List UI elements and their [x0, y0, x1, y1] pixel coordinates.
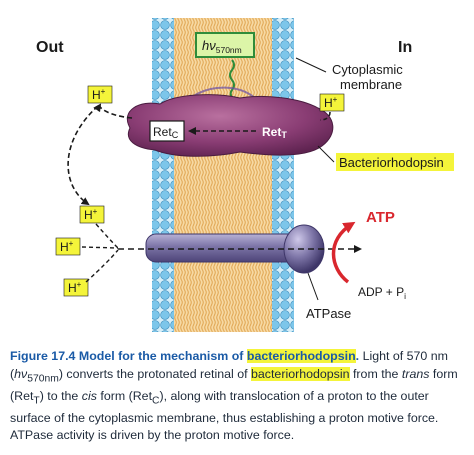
photon-box: hν570nm	[195, 32, 255, 58]
bacteriorhodopsin-protein: RetC RetT	[127, 94, 334, 157]
bacteriorhodopsin-diagram: Out In Cytoplasmic membrane hν570nm RetC…	[36, 18, 454, 332]
svg-text:RetC: RetC	[153, 125, 179, 140]
caption-text-8: ) to the	[39, 388, 79, 403]
proton-uptake-arrow	[319, 111, 331, 121]
caption-text-3: ) converts the protonated retinal of	[58, 366, 248, 381]
caption-text-11: ), along with translocation of a proton …	[10, 388, 439, 443]
membrane-leader-line	[295, 57, 327, 73]
caption-title-highlight: bacteriorhodopsin	[246, 349, 356, 363]
caption-text-5: from the	[352, 366, 399, 381]
ret-t-subscript: T	[281, 130, 287, 140]
proton-diffusion-arrow	[67, 105, 99, 206]
atpase-label: ATPase	[306, 306, 351, 321]
photon-wavelength: 570nm	[216, 45, 242, 55]
figure-number: Figure 17.4	[10, 349, 76, 363]
proton-in-top: H+	[319, 93, 345, 112]
proton-out-middle: H+	[79, 205, 105, 224]
ret-c-label: Ret	[153, 125, 172, 139]
bacteriorhodopsin-label-highlight	[336, 153, 454, 171]
svg-text:H+: H+	[84, 207, 98, 222]
adp-subscript: i	[404, 291, 406, 301]
svg-text:hν570nm: hν570nm	[202, 38, 242, 55]
svg-text:H+: H+	[92, 87, 106, 102]
bacteriorhodopsin-leader-line	[317, 145, 335, 163]
photon-label: hν	[202, 38, 216, 53]
atpase-leader-line	[307, 272, 319, 301]
ret-c-box	[149, 120, 185, 142]
svg-text:ADP + Pi: ADP + Pi	[358, 285, 406, 301]
proton-out-bottom: H+	[63, 278, 89, 297]
caption-title-prefix: Model for the mechanism of	[78, 349, 244, 363]
cytoplasmic-membrane	[152, 18, 294, 332]
proton-pump-arrow	[93, 103, 133, 119]
photon-wave-arrow	[229, 59, 239, 104]
outside-label: Out	[36, 39, 64, 56]
inside-label: In	[398, 39, 412, 56]
membrane-label-line2: membrane	[340, 77, 402, 92]
caption-cis: cis	[81, 388, 97, 403]
caption-text-10: form (Ret	[100, 388, 153, 403]
caption-title-end: .	[355, 349, 360, 363]
caption-ret-t-sub: T	[33, 395, 40, 407]
membrane-label-line1: Cytoplasmic	[332, 62, 403, 77]
atp-label: ATP	[366, 209, 395, 226]
proton-converge-line-bottom	[85, 249, 119, 283]
svg-text:H+: H+	[68, 280, 82, 295]
ret-c-subscript: C	[172, 130, 179, 140]
caption-text-1: Light of 570 nm (	[10, 349, 448, 381]
adp-label: ADP + P	[358, 285, 404, 299]
proton-converge-line-left	[81, 246, 119, 249]
atp-synthesis-arrow	[331, 221, 356, 284]
caption-ret-c-sub: C	[152, 395, 160, 407]
svg-text:H+: H+	[60, 239, 74, 254]
bacteriorhodopsin-label: Bacteriorhodopsin	[339, 155, 444, 170]
proton-out-top: H+	[87, 85, 113, 104]
figure-caption: Figure 17.4 Model for the mechanism of b…	[10, 348, 466, 445]
caption-highlight-bacteriorhodopsin: bacteriorhodopsin	[251, 366, 350, 381]
ret-t-label: Ret	[262, 125, 281, 139]
proton-out-left: H+	[55, 237, 81, 256]
svg-text:RetT: RetT	[262, 125, 287, 140]
proton-converge-line-top	[95, 223, 119, 249]
caption-hnu: hν	[14, 366, 28, 381]
svg-text:H+: H+	[324, 95, 338, 110]
caption-trans: trans	[401, 366, 430, 381]
caption-text-7: form (Ret	[10, 366, 458, 403]
caption-hnu-sub: 570nm	[27, 373, 59, 385]
